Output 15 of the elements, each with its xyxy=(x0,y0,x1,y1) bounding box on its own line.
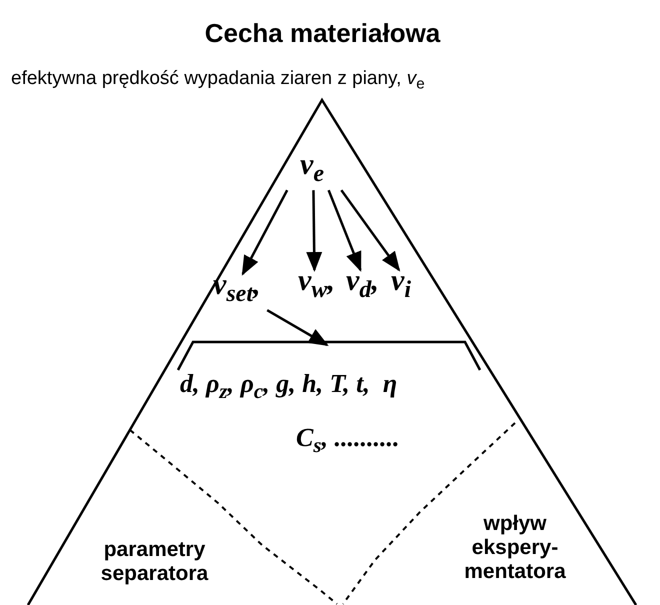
region-label: wpływ ekspery-mentatora xyxy=(463,512,567,584)
arrow xyxy=(266,309,329,346)
symbol-label: v$_{i}$ xyxy=(391,266,411,302)
arrow xyxy=(327,190,362,272)
title: Cecha materiałowa xyxy=(204,18,442,49)
arrow xyxy=(242,190,288,276)
parameter-list: C$_{s}$, .......... xyxy=(296,425,400,458)
region-label: parametry separatora xyxy=(100,538,210,586)
parameter-list: d, ρ$_{z}$, ρ$_{c}$, g, h, T, t, η xyxy=(180,371,398,404)
symbol-label: v$_{e}$ xyxy=(300,150,324,186)
arrow xyxy=(340,189,400,272)
symbol-label: v$_{w}$, xyxy=(298,266,335,302)
symbol-label: v$_{d}$, xyxy=(346,266,379,302)
subtitle: efektywna prędkość wypadania ziaren z piany, v$_{e}$ xyxy=(11,68,425,93)
arrow xyxy=(306,190,322,272)
